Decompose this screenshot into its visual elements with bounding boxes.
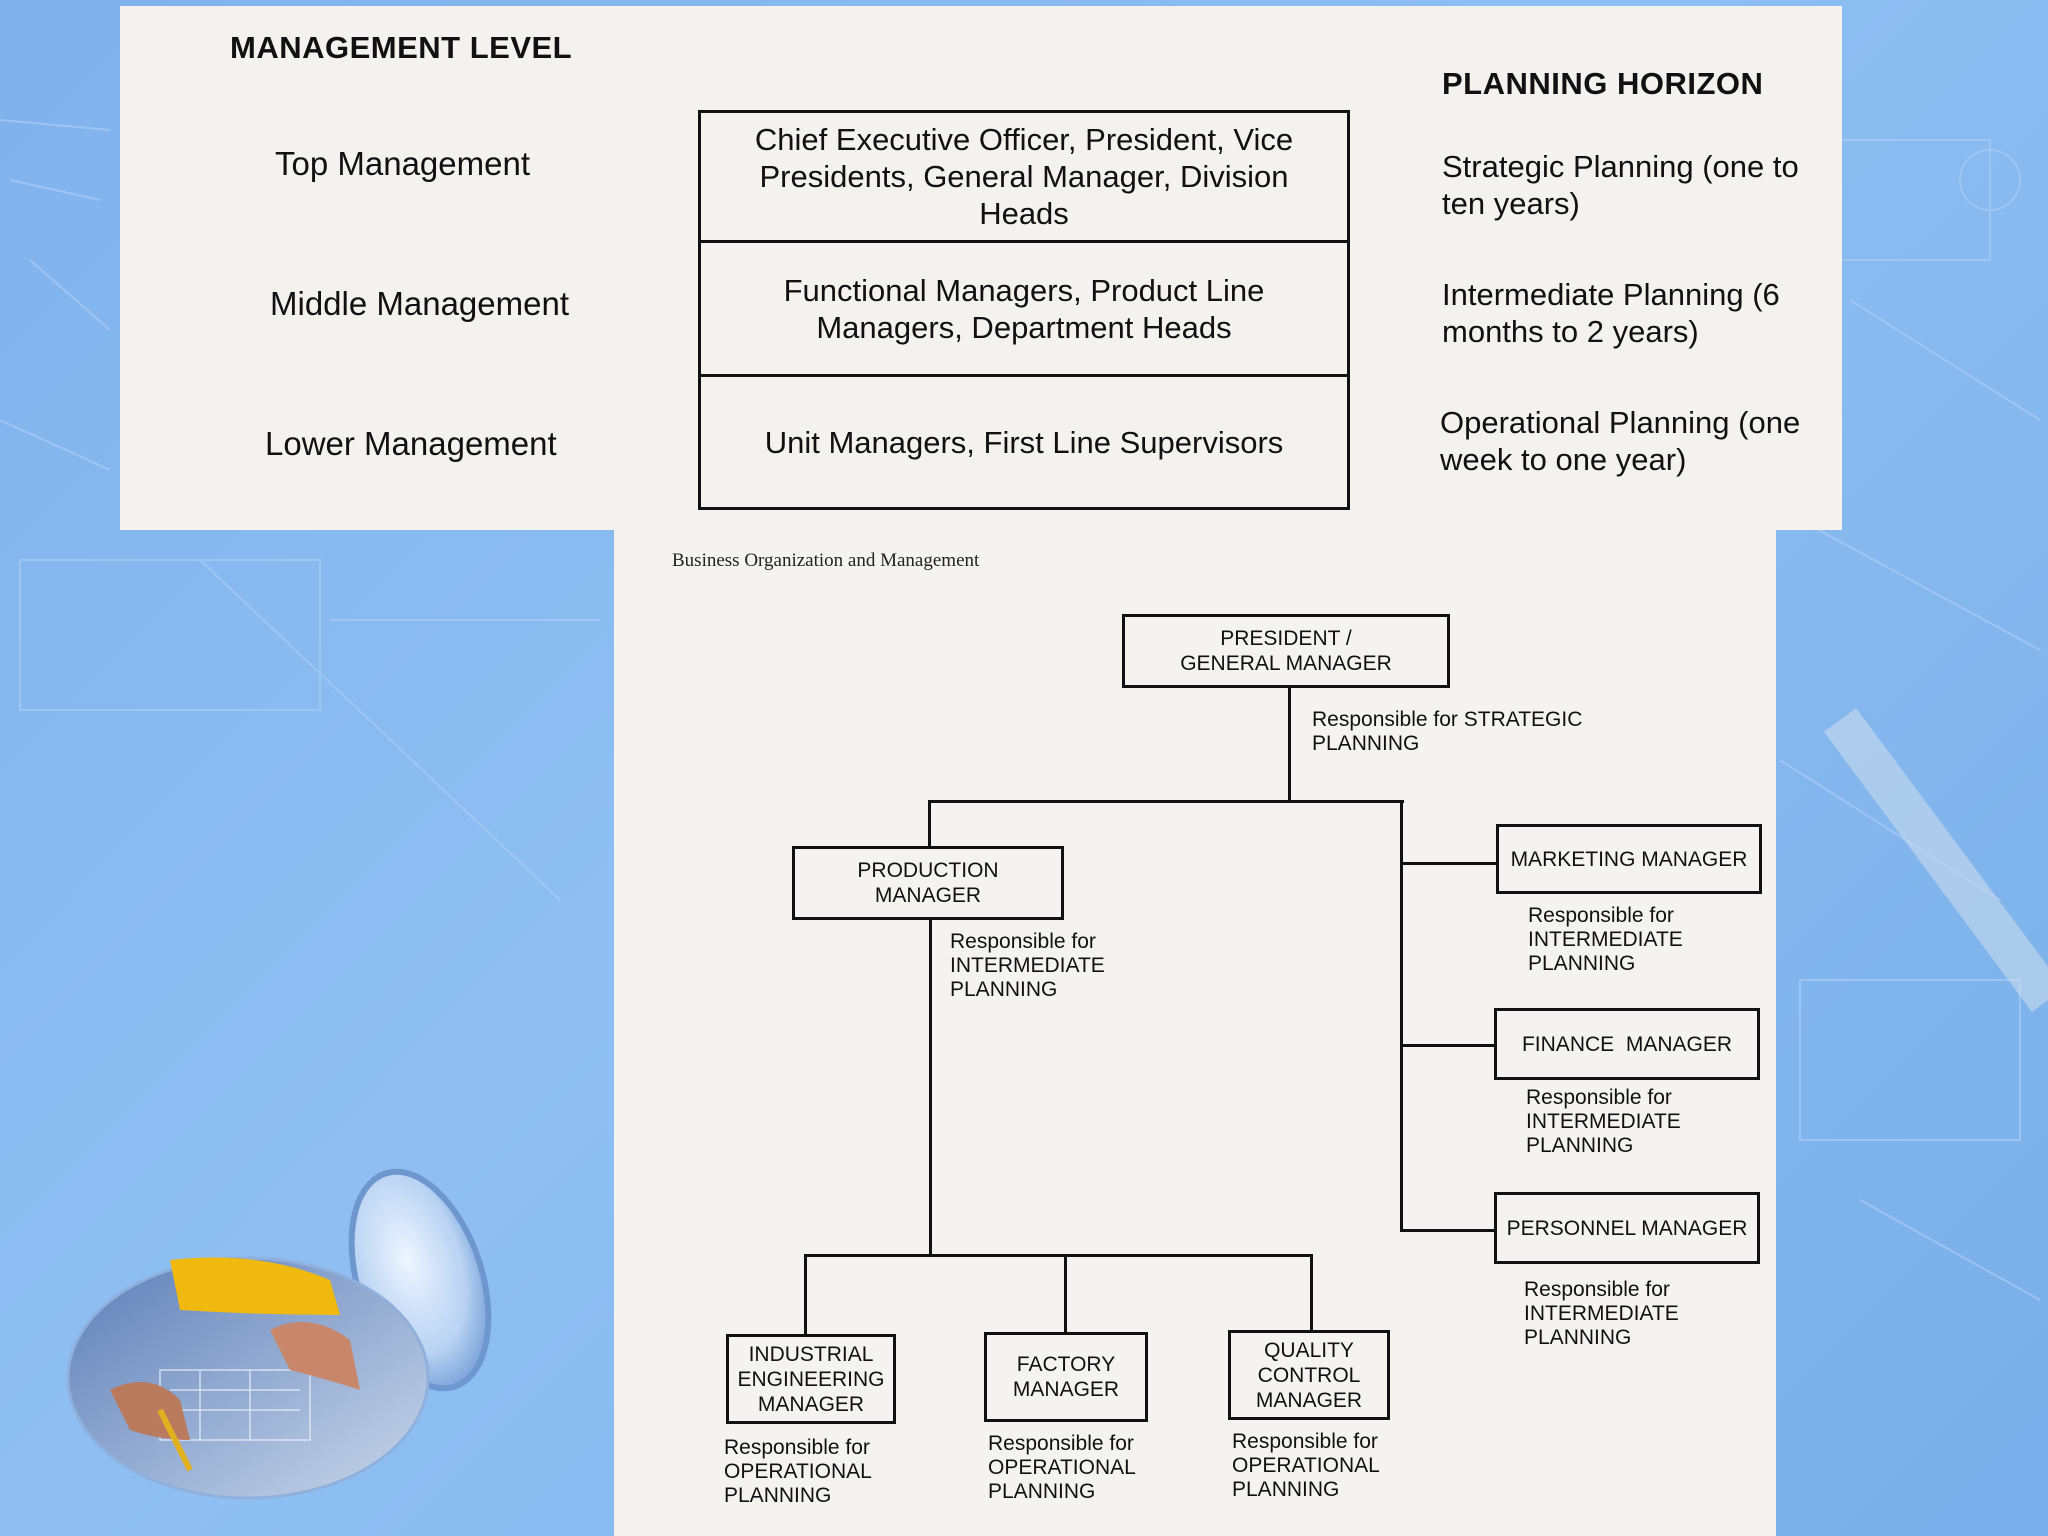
marketing-note: Responsible for INTERMEDIATE PLANNING: [1528, 904, 1683, 975]
personnel-manager-box: PERSONNEL MANAGER: [1494, 1192, 1760, 1264]
production-manager-box: PRODUCTION MANAGER: [792, 846, 1064, 920]
positions-top-text: Chief Executive Officer, President, Vice…: [754, 122, 1294, 231]
level-middle-management: Middle Management: [270, 285, 569, 322]
connector-to-industrial: [804, 1254, 807, 1334]
connector-to-marketing: [1400, 862, 1498, 865]
production-label: PRODUCTION MANAGER: [857, 859, 999, 907]
positions-table: Chief Executive Officer, President, Vice…: [698, 110, 1350, 510]
connector-bottom-branch: [804, 1254, 1312, 1257]
production-note: Responsible for INTERMEDIATE PLANNING: [950, 930, 1105, 1001]
planning-horizon-header: PLANNING HORIZON: [1442, 66, 1764, 101]
factory-label: FACTORY MANAGER: [1012, 1353, 1120, 1401]
connector-production-down: [929, 918, 932, 1256]
quality-note: Responsible for OPERATIONAL PLANNING: [1232, 1430, 1380, 1501]
finance-manager-box: FINANCE MANAGER: [1494, 1008, 1760, 1080]
marketing-manager-box: MARKETING MANAGER: [1496, 824, 1762, 894]
finance-label: FINANCE MANAGER: [1521, 1032, 1733, 1056]
blueprint-photo-illustration: [66, 1168, 492, 1500]
level-top-management: Top Management: [275, 145, 530, 182]
horizon-operational: Operational Planning (one week to one ye…: [1440, 405, 1801, 477]
connector-top-branch: [928, 800, 1404, 803]
industrial-label: INDUSTRIAL ENGINEERING MANAGER: [737, 1342, 885, 1416]
factory-manager-box: FACTORY MANAGER: [984, 1332, 1148, 1422]
management-level-header: MANAGEMENT LEVEL: [230, 30, 573, 65]
horizon-intermediate: Intermediate Planning (6 months to 2 yea…: [1442, 277, 1780, 349]
president-note: Responsible for STRATEGIC PLANNING: [1312, 708, 1583, 755]
positions-top-cell: Chief Executive Officer, President, Vice…: [701, 113, 1347, 243]
positions-middle-text: Functional Managers, Product Line Manage…: [783, 272, 1265, 345]
positions-middle-cell: Functional Managers, Product Line Manage…: [701, 243, 1347, 377]
horizon-strategic: Strategic Planning (one to ten years): [1442, 149, 1799, 221]
connector-to-factory: [1064, 1254, 1067, 1332]
connector-to-personnel: [1400, 1229, 1494, 1232]
connector-president-down: [1288, 686, 1291, 802]
quality-label: QUALITY CONTROL MANAGER: [1255, 1338, 1363, 1412]
industrial-engineering-manager-box: INDUSTRIAL ENGINEERING MANAGER: [726, 1334, 896, 1424]
factory-note: Responsible for OPERATIONAL PLANNING: [988, 1432, 1136, 1503]
quality-control-manager-box: QUALITY CONTROL MANAGER: [1228, 1330, 1390, 1420]
positions-lower-cell: Unit Managers, First Line Supervisors: [701, 377, 1347, 507]
org-chart-caption: Business Organization and Management: [672, 550, 980, 571]
positions-lower-text: Unit Managers, First Line Supervisors: [764, 424, 1284, 460]
connector-to-production: [928, 800, 931, 846]
president-box: PRESIDENT / GENERAL MANAGER: [1122, 614, 1450, 688]
industrial-note: Responsible for OPERATIONAL PLANNING: [724, 1436, 872, 1507]
connector-right-trunk: [1400, 800, 1403, 1232]
marketing-label: MARKETING MANAGER: [1510, 847, 1748, 871]
personnel-note: Responsible for INTERMEDIATE PLANNING: [1524, 1278, 1679, 1349]
personnel-label: PERSONNEL MANAGER: [1506, 1216, 1748, 1240]
connector-to-finance: [1400, 1044, 1496, 1047]
president-label: PRESIDENT / GENERAL MANAGER: [1180, 627, 1392, 675]
finance-note: Responsible for INTERMEDIATE PLANNING: [1526, 1086, 1681, 1157]
connector-to-quality: [1310, 1254, 1313, 1330]
level-lower-management: Lower Management: [265, 425, 557, 462]
